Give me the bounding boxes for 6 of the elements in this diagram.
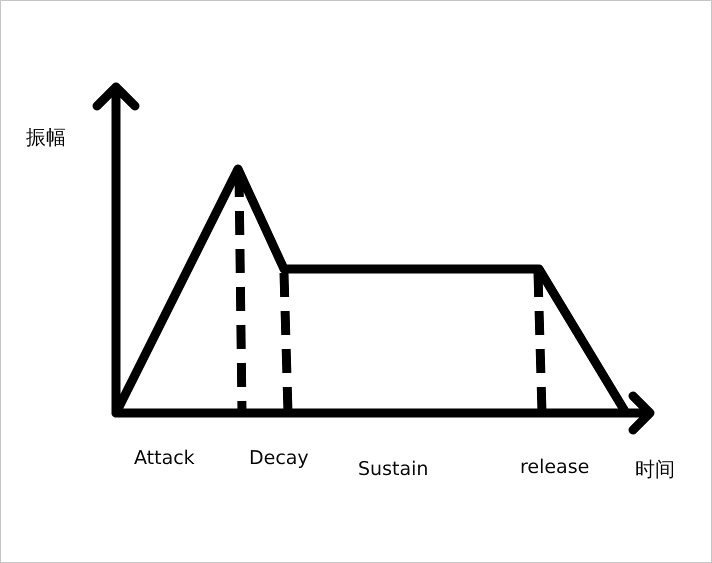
phase-label: Decay [249,447,309,470]
phase-label: release [520,456,590,479]
phase-label: Attack [134,447,195,470]
axis-label: 振幅 [26,125,66,149]
phase-label: Sustain [358,458,428,481]
axis-label: 时间 [635,457,675,481]
